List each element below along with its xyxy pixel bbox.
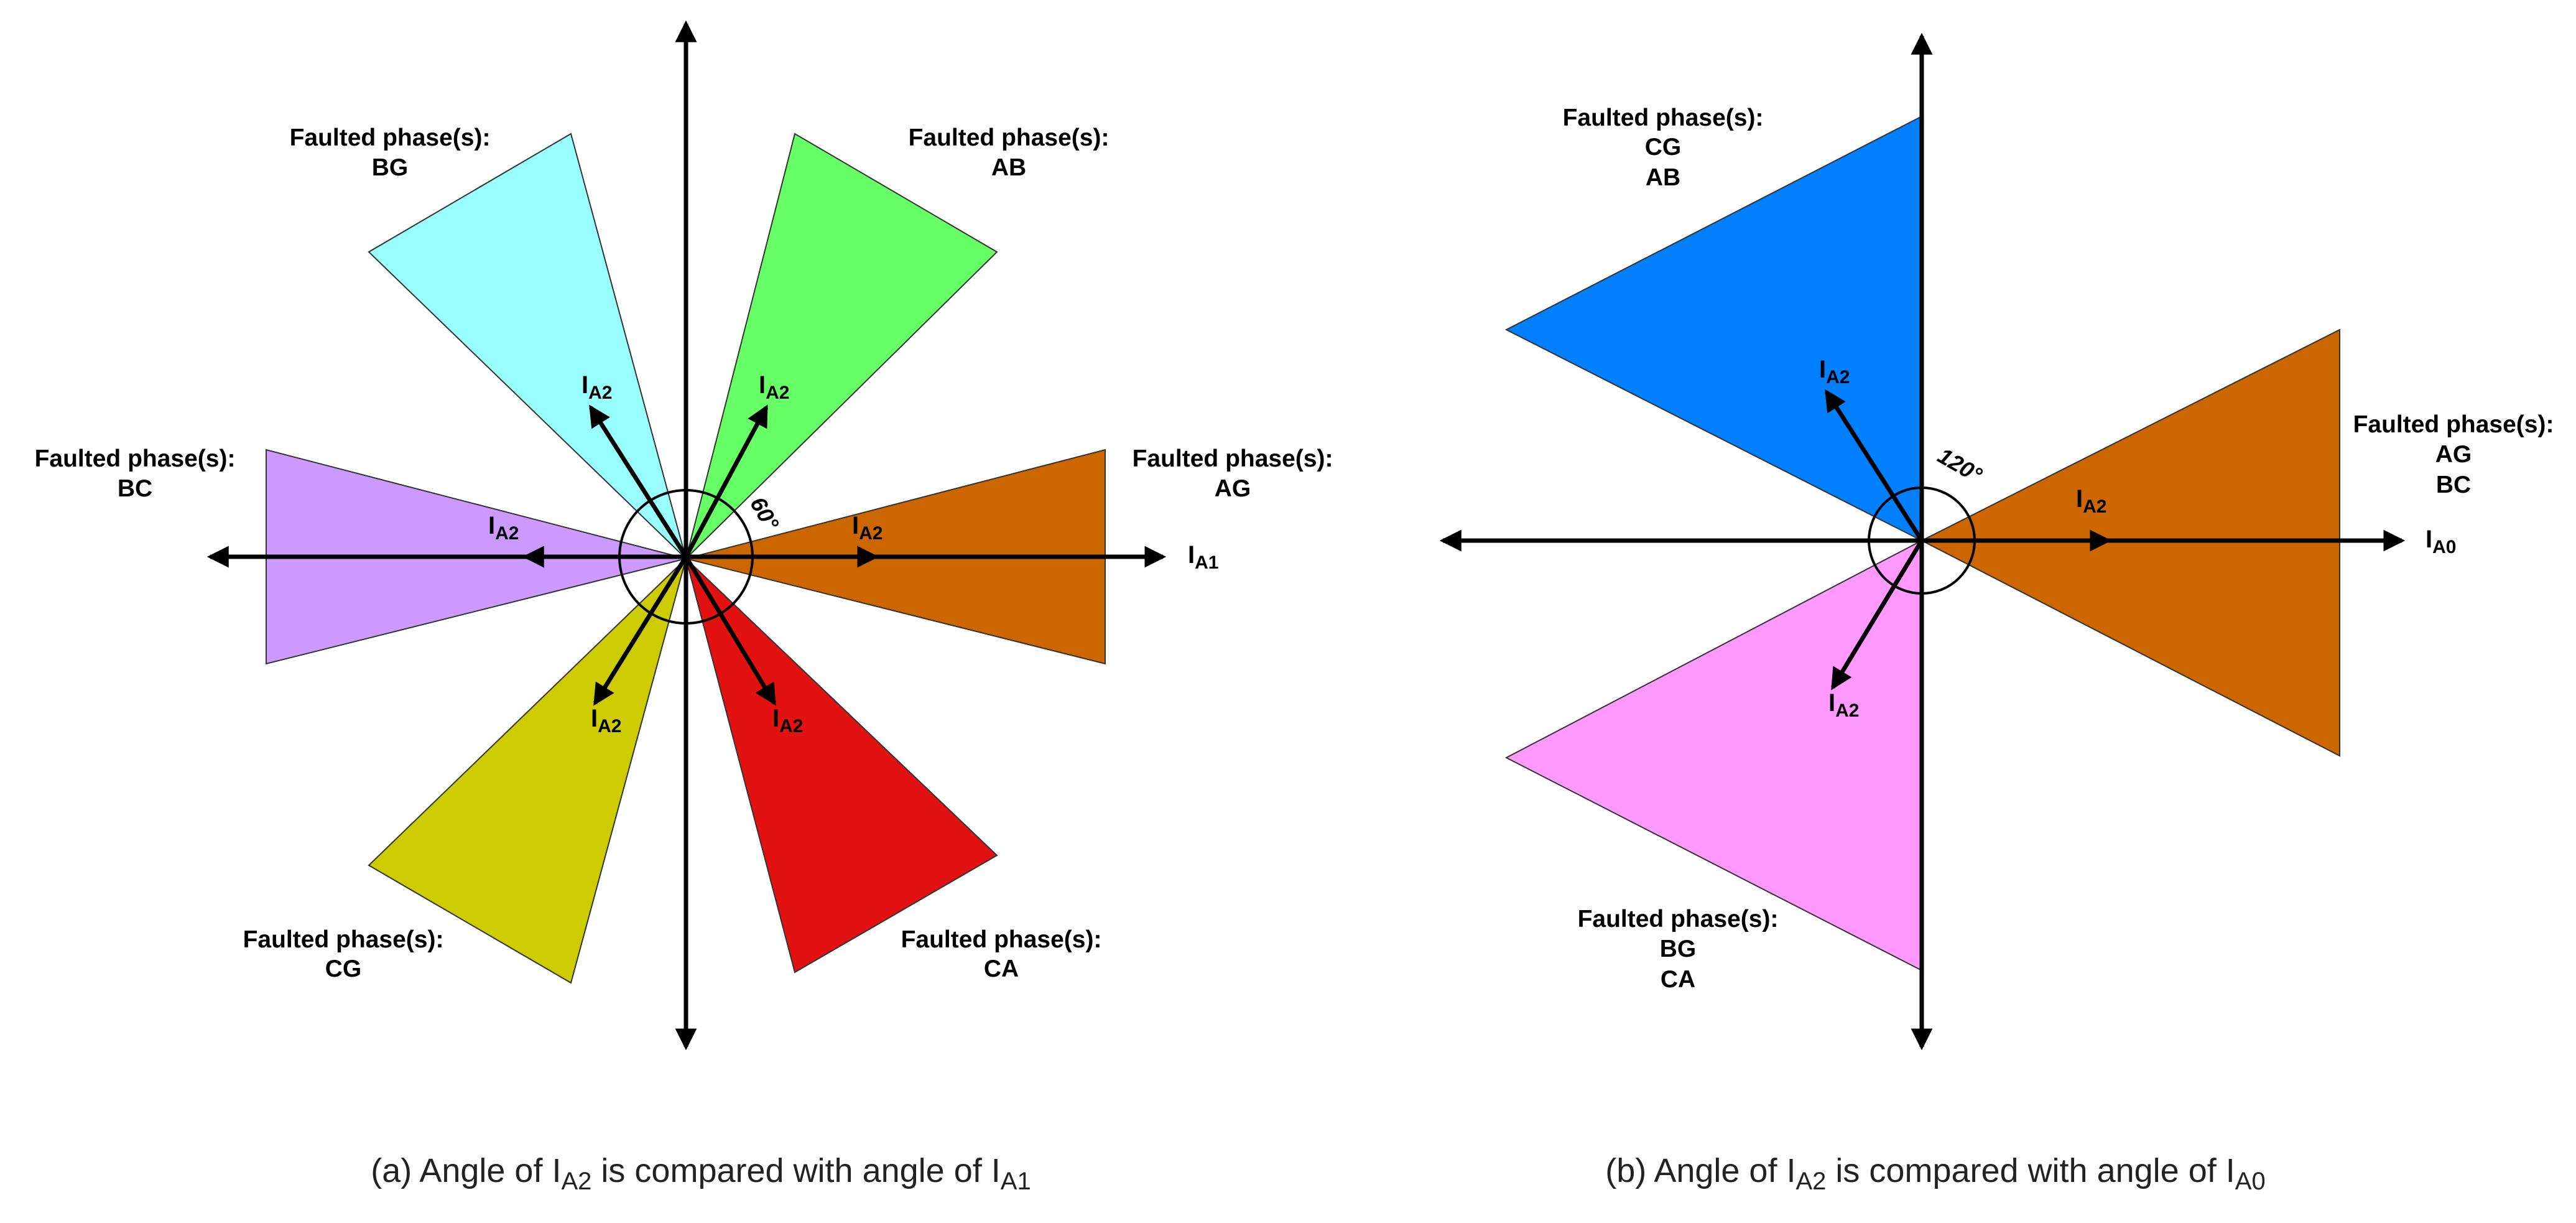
caption-b: (b) Angle of IA2 is compared with angle … bbox=[1605, 1152, 2265, 1195]
cg-ab-phase2: AB bbox=[1646, 164, 1680, 191]
ia0-axis-label: IA0 bbox=[2425, 526, 2456, 557]
bc-phase: BC bbox=[118, 475, 152, 502]
ia2-vector-ca bbox=[684, 556, 776, 706]
cg-ab-fault-wedge bbox=[1504, 115, 1922, 542]
bg-fault-wedge bbox=[368, 133, 687, 561]
ia2-vector-bg bbox=[589, 404, 688, 558]
bc-heading: Faulted phase(s): bbox=[35, 445, 236, 472]
cg-fault-wedge bbox=[368, 556, 687, 984]
ag-bc-phase1: AG bbox=[2435, 441, 2472, 468]
ia2-vector-b-bg-ca bbox=[1831, 539, 1924, 691]
ia2-label-b-bg-ca: IA2 bbox=[1828, 689, 1859, 721]
ca-phase: CA bbox=[984, 956, 1019, 982]
cg-heading: Faulted phase(s): bbox=[243, 926, 444, 953]
ag-bc-phase2: BC bbox=[2436, 472, 2471, 498]
panel-a-diagram: 60° Faulted phase(s): BG Faulted phase(s… bbox=[35, 20, 1333, 1195]
cg-ab-phase1: CG bbox=[1645, 134, 1682, 160]
ia2-vector-b-cg-ab bbox=[1825, 389, 1924, 542]
angle-label-60: 60° bbox=[745, 493, 784, 535]
ag-heading: Faulted phase(s): bbox=[1133, 445, 1333, 472]
ia2-vector-ab bbox=[683, 404, 769, 558]
ia2-label-bc: IA2 bbox=[488, 512, 519, 544]
ia2-label-b-cg-ab: IA2 bbox=[1819, 356, 1850, 388]
ia2-label-ab: IA2 bbox=[759, 371, 789, 403]
ia1-axis-label: IA1 bbox=[1188, 541, 1218, 573]
ia2-label-ca: IA2 bbox=[772, 705, 803, 737]
ab-heading: Faulted phase(s): bbox=[909, 124, 1110, 151]
ia2-label-b-ag-bc: IA2 bbox=[2076, 485, 2106, 517]
caption-a: (a) Angle of IA2 is compared with angle … bbox=[371, 1152, 1031, 1195]
ag-bc-heading: Faulted phase(s): bbox=[2353, 411, 2554, 438]
bg-phase: BG bbox=[372, 154, 409, 181]
ia2-label-cg: IA2 bbox=[591, 705, 621, 737]
bg-ca-phase2: CA bbox=[1661, 966, 1695, 993]
ia2-label-bg: IA2 bbox=[581, 371, 612, 403]
ca-heading: Faulted phase(s): bbox=[901, 926, 1102, 953]
panel-b-diagram: 120° Faulted phase(s): CG AB Faulted pha… bbox=[1439, 32, 2554, 1195]
ab-fault-wedge bbox=[685, 133, 998, 561]
angle-label-120: 120° bbox=[1934, 442, 1987, 488]
bg-ca-heading: Faulted phase(s): bbox=[1578, 906, 1779, 932]
ia2-label-ag: IA2 bbox=[852, 512, 883, 544]
ab-phase: AB bbox=[991, 154, 1026, 181]
cg-ab-heading: Faulted phase(s): bbox=[1563, 105, 1764, 131]
ag-phase: AG bbox=[1215, 475, 1251, 502]
cg-phase: CG bbox=[325, 956, 362, 982]
bg-heading: Faulted phase(s): bbox=[290, 124, 491, 151]
ia2-vector-cg bbox=[593, 556, 688, 706]
bg-ca-phase1: BG bbox=[1660, 936, 1697, 962]
ca-fault-wedge bbox=[685, 556, 998, 974]
